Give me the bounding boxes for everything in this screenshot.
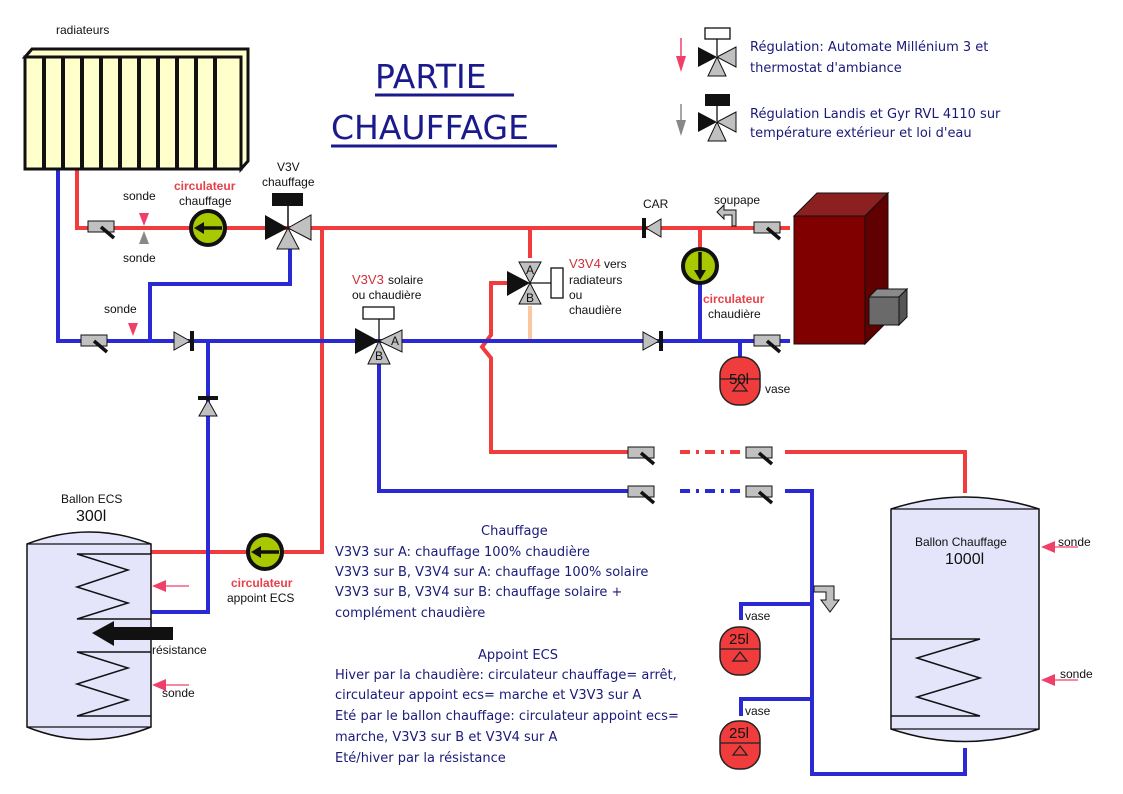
pump-circulateur-appoint-ecs <box>246 533 284 571</box>
svg-text:chaudière: chaudière <box>569 303 622 317</box>
svg-text:complément chaudière: complément chaudière <box>335 606 485 621</box>
v3v3-valve: A B <box>355 306 403 365</box>
svg-text:Eté/hiver par la résistance: Eté/hiver par la résistance <box>335 751 506 766</box>
svg-text:chaudière: chaudière <box>708 307 761 321</box>
svg-text:50l: 50l <box>729 371 749 388</box>
legend-item-landis-gyr: Régulation Landis et Gyr RVL 4110 sur te… <box>676 94 1001 142</box>
relief-valve-solar <box>813 585 840 613</box>
svg-text:circulateur: circulateur <box>703 292 765 306</box>
svg-text:V3V3: V3V3 <box>352 272 384 287</box>
svg-text:Appoint ECS: Appoint ECS <box>478 648 558 663</box>
arrow-down-icon <box>676 120 686 136</box>
svg-text:25l: 25l <box>729 631 749 648</box>
notes-appoint-ecs: Appoint ECS Hiver par la chaudière: circ… <box>335 648 679 766</box>
svg-text:thermostat d'ambiance: thermostat d'ambiance <box>750 61 902 76</box>
cold-pipes <box>56 168 967 776</box>
ballon-ecs-tank <box>26 531 152 741</box>
pump-circulateur-chauffage <box>189 209 227 247</box>
svg-text:sonde: sonde <box>162 686 195 700</box>
thermo-sensor-boiler-flow <box>752 220 782 241</box>
hot-pipes <box>75 168 967 554</box>
svg-text:radiateurs: radiateurs <box>569 273 622 287</box>
svg-text:Ballon Chauffage: Ballon Chauffage <box>915 535 1007 549</box>
thermo-sensor-solar-return-1 <box>626 484 656 505</box>
svg-text:circulateur: circulateur <box>174 179 236 193</box>
svg-text:sonde: sonde <box>1060 667 1093 681</box>
svg-text:ou chaudière: ou chaudière <box>352 288 422 302</box>
notes-chauffage: Chauffage V3V3 sur A: chauffage 100% cha… <box>335 524 648 621</box>
svg-text:chauffage: chauffage <box>262 175 315 189</box>
svg-text:circulateur: circulateur <box>231 576 293 590</box>
thermo-sensor-radiator-flow <box>86 219 116 240</box>
svg-text:V3V4: V3V4 <box>569 256 601 271</box>
probe-arrow-icon <box>139 231 149 244</box>
svg-text:chauffage: chauffage <box>179 194 232 208</box>
thermo-sensor-solar-flow-2 <box>744 445 774 466</box>
svg-text:V3V: V3V <box>277 160 300 174</box>
svg-text:solaire: solaire <box>388 273 424 287</box>
svg-text:1000l: 1000l <box>945 551 984 568</box>
resistance-element <box>92 621 173 646</box>
title-line2: CHAUFFAGE <box>331 108 529 147</box>
probe-arrow-icon <box>1041 674 1055 686</box>
svg-text:B: B <box>526 291 534 305</box>
svg-text:vase: vase <box>745 704 771 718</box>
svg-text:sonde: sonde <box>1058 535 1091 549</box>
svg-text:Eté par le ballon chauffage: c: Eté par le ballon chauffage: circulateur… <box>335 709 679 724</box>
svg-text:Régulation Landis et Gyr RVL 4: Régulation Landis et Gyr RVL 4110 sur <box>750 107 1001 122</box>
v3v4-valve: A B <box>507 261 564 305</box>
svg-text:vase: vase <box>765 382 791 396</box>
svg-text:ou: ou <box>569 288 582 302</box>
svg-text:sonde: sonde <box>123 251 156 265</box>
svg-text:sonde: sonde <box>123 189 156 203</box>
svg-text:300l: 300l <box>76 508 106 525</box>
svg-text:Régulation: Automate Millénium: Régulation: Automate Millénium 3 et <box>750 40 988 55</box>
thermo-sensor-solar-return-2 <box>744 484 774 505</box>
probe-arrow-icon <box>1041 541 1055 553</box>
svg-text:vers: vers <box>604 257 627 271</box>
svg-text:25l: 25l <box>729 725 749 742</box>
probe-arrow-icon <box>152 580 166 592</box>
svg-text:résistance: résistance <box>152 643 207 657</box>
check-valve-car <box>642 218 662 238</box>
svg-text:B: B <box>375 349 383 363</box>
probe-arrow-icon <box>128 323 138 336</box>
arrow-down-icon <box>676 56 686 72</box>
svg-text:soupape: soupape <box>714 193 760 207</box>
svg-text:marche, V3V3 sur B et V3V4 sur: marche, V3V3 sur B et V3V4 sur A <box>335 730 558 745</box>
svg-text:V3V3 sur A: chauffage 100% cha: V3V3 sur A: chauffage 100% chaudière <box>335 545 590 560</box>
svg-text:V3V3 sur B, V3V4 sur B: chauff: V3V3 sur B, V3V4 sur B: chauffage solair… <box>335 585 622 600</box>
thermo-sensor-boiler-return <box>752 333 782 354</box>
svg-text:Ballon ECS: Ballon ECS <box>61 492 122 506</box>
pump-circulateur-chaudiere <box>681 247 719 285</box>
thermo-sensor-radiator-return <box>79 333 109 354</box>
svg-text:A: A <box>391 334 399 348</box>
svg-text:CAR: CAR <box>643 197 669 211</box>
relief-valve-soupape <box>716 203 737 227</box>
legend-item-millenium: Régulation: Automate Millénium 3 et ther… <box>676 27 988 77</box>
svg-text:circulateur appoint ecs= march: circulateur appoint ecs= marche et V3V3 … <box>335 688 641 703</box>
probe-arrow-icon <box>152 679 166 691</box>
svg-text:Chauffage: Chauffage <box>481 524 548 539</box>
ballon-chauffage-tank <box>890 496 1040 743</box>
svg-text:température extérieur et loi d: température extérieur et loi d'eau <box>750 126 972 141</box>
thermo-sensor-solar-flow-1 <box>626 445 656 466</box>
radiateurs-label: radiateurs <box>56 23 109 37</box>
svg-text:vase: vase <box>745 609 771 623</box>
title-line1: PARTIE <box>375 57 487 96</box>
svg-text:Hiver par la chaudière: circul: Hiver par la chaudière: circulateur chau… <box>335 668 677 683</box>
check-valve-ecs-bypass <box>198 396 218 417</box>
check-valve-boiler-return <box>642 331 663 351</box>
v3v-chauffage-valve <box>265 193 312 250</box>
svg-text:V3V3 sur B, V3V4 sur A: chauff: V3V3 sur B, V3V4 sur A: chauffage 100% s… <box>335 565 648 580</box>
boiler <box>792 191 909 346</box>
svg-text:A: A <box>526 263 534 277</box>
radiator <box>21 47 250 173</box>
svg-text:appoint ECS: appoint ECS <box>227 591 294 605</box>
probe-arrow-icon <box>139 213 149 226</box>
svg-text:sonde: sonde <box>104 302 137 316</box>
check-valve-return <box>173 331 194 351</box>
